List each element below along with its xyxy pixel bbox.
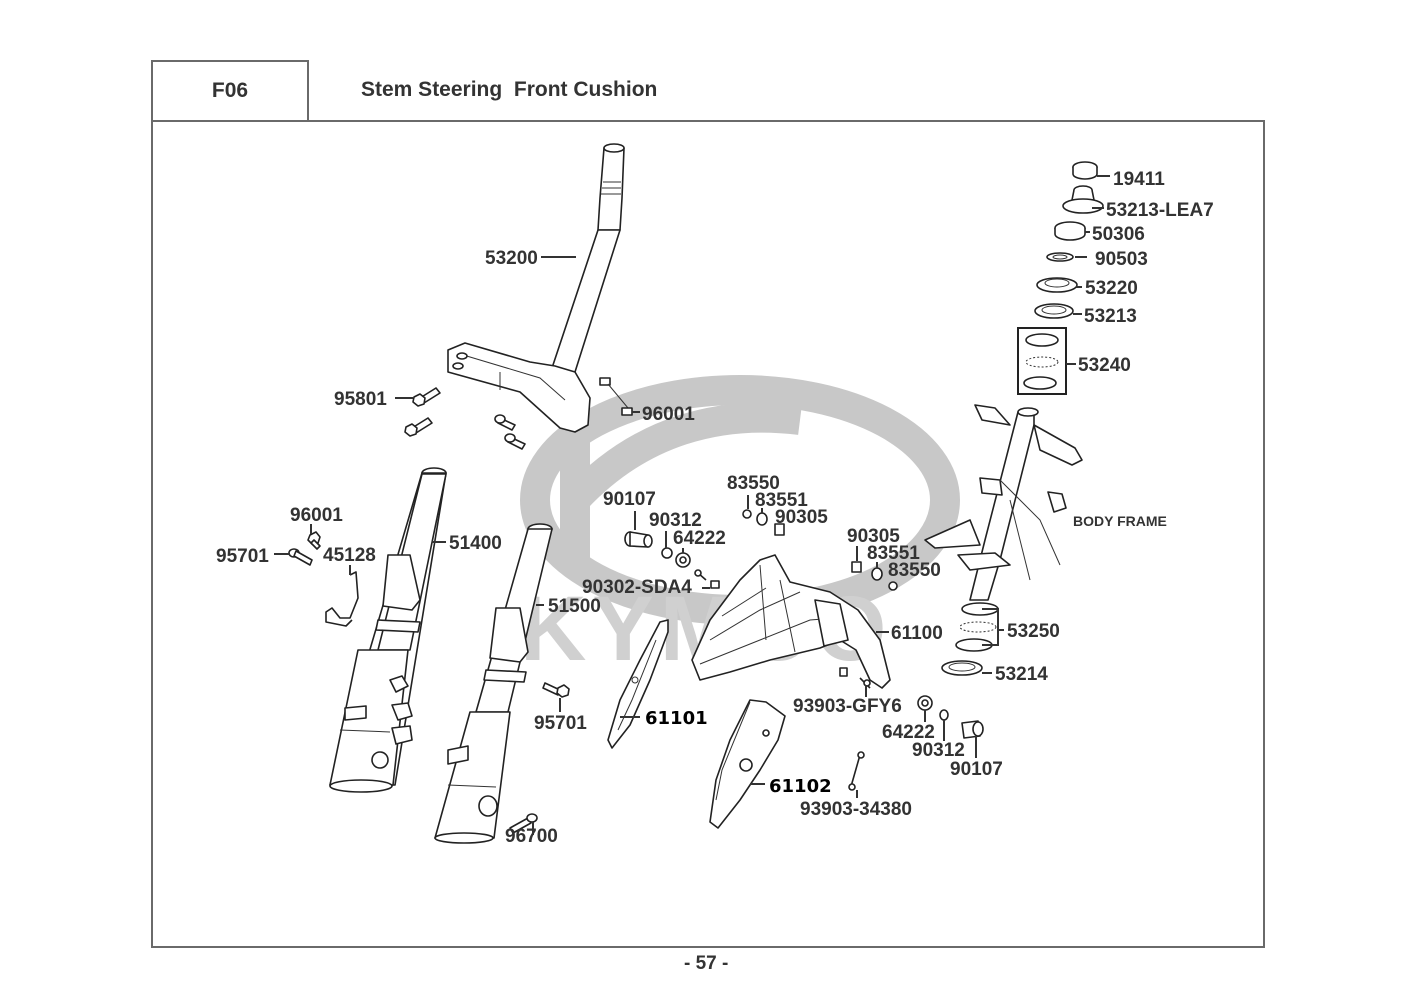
body-frame (924, 404, 1083, 601)
collar-90312-right[interactable] (939, 709, 949, 721)
pin-96001-top[interactable] (599, 377, 633, 416)
callout-61102[interactable]: 61102 (769, 776, 832, 797)
callout-90107-right[interactable]: 90107 (950, 759, 1003, 780)
screw-90302-SDA4[interactable] (694, 569, 720, 589)
callout-53213[interactable]: 53213 (1084, 306, 1137, 327)
collar-90312-left[interactable] (661, 547, 673, 559)
nut-83551-right[interactable] (871, 567, 883, 581)
race-53214[interactable] (941, 660, 983, 676)
callout-93903-34380[interactable]: 93903-34380 (800, 799, 912, 820)
callout-95701-left[interactable]: 95701 (216, 546, 269, 567)
bolt-96001-left[interactable] (307, 531, 321, 550)
callout-53220[interactable]: 53220 (1085, 278, 1138, 299)
callout-83550-top[interactable]: 83550 (727, 473, 780, 494)
clip-90305-right[interactable] (851, 561, 862, 573)
bush-64222-right[interactable] (917, 695, 933, 711)
bearing-set-53240[interactable] (1017, 327, 1067, 395)
callout-64222-right[interactable]: 64222 (882, 722, 935, 743)
race-53220[interactable] (1036, 277, 1078, 293)
callout-90107-left[interactable]: 90107 (603, 489, 656, 510)
callout-labels: 19411 53213-LEA7 50306 90503 53220 53213… (216, 169, 1214, 847)
lock-nut-53213-LEA7[interactable] (1062, 185, 1104, 214)
callout-53213-LEA7[interactable]: 53213-LEA7 (1106, 200, 1214, 221)
nut-83551-top[interactable] (756, 512, 768, 526)
bolt-95701-left[interactable] (288, 548, 313, 566)
callout-53240[interactable]: 53240 (1078, 355, 1131, 376)
callout-90312-left[interactable]: 90312 (649, 510, 702, 531)
callout-61101[interactable]: 61101 (645, 708, 708, 729)
callout-53214[interactable]: 53214 (995, 664, 1048, 685)
fork-leg-51500[interactable] (434, 523, 553, 844)
callout-95701-right[interactable]: 95701 (534, 713, 587, 734)
clip-90305-top[interactable] (774, 523, 785, 536)
callout-61100[interactable]: 61100 (891, 623, 943, 644)
bolt-95801[interactable] (404, 387, 526, 450)
front-fender-61100[interactable] (691, 554, 891, 689)
callout-90302-SDA4[interactable]: 90302-SDA4 (582, 577, 692, 598)
collar-90107-right[interactable] (961, 720, 984, 739)
callout-95801[interactable]: 95801 (334, 389, 387, 410)
section-code-box: F06 (151, 60, 309, 120)
callout-96700[interactable]: 96700 (505, 826, 558, 847)
screw-93903-34380[interactable] (848, 751, 865, 791)
callout-50306[interactable]: 50306 (1092, 224, 1145, 245)
nut-83550-top[interactable] (742, 509, 752, 519)
bearing-set-53250[interactable] (955, 602, 999, 652)
bracket-45128[interactable] (325, 571, 359, 627)
callout-93903-GFY6[interactable]: 93903-GFY6 (793, 696, 902, 717)
section-code: F06 (211, 79, 249, 102)
callout-64222-left[interactable]: 64222 (673, 528, 726, 549)
diagram-frame (151, 120, 1265, 948)
watermark-logo-k (560, 402, 802, 560)
washer-90503[interactable] (1046, 252, 1074, 262)
collar-90107-left[interactable] (624, 531, 653, 548)
callout-45128[interactable]: 45128 (323, 545, 376, 566)
steering-stem-53200[interactable] (447, 143, 625, 433)
fender-cover-61102[interactable] (709, 699, 786, 829)
callout-90305-top[interactable]: 90305 (775, 507, 828, 528)
callout-83551-top[interactable]: 83551 (755, 490, 808, 511)
callout-51500[interactable]: 51500 (548, 596, 601, 617)
nut-83550-right[interactable] (888, 581, 898, 591)
callout-83551-right[interactable]: 83551 (867, 543, 920, 564)
nut-50306[interactable] (1054, 221, 1086, 241)
page-number: - 57 - (684, 953, 729, 974)
page-title: Stem Steering Front Cushion (361, 78, 658, 101)
callout-53200[interactable]: 53200 (485, 248, 538, 269)
leader-lines (274, 175, 1110, 835)
callout-96001-left[interactable]: 96001 (290, 505, 343, 526)
callout-83550-right[interactable]: 83550 (888, 560, 941, 581)
callout-19411[interactable]: 19411 (1113, 169, 1165, 190)
callout-90503[interactable]: 90503 (1095, 249, 1148, 270)
callout-96001-top[interactable]: 96001 (642, 404, 695, 425)
bolt-96700[interactable] (509, 813, 538, 834)
callout-51400[interactable]: 51400 (449, 533, 502, 554)
callout-90305-right[interactable]: 90305 (847, 526, 900, 547)
bolt-95701-right[interactable] (542, 682, 570, 698)
cap-19411[interactable] (1072, 161, 1098, 180)
callout-90312-right[interactable]: 90312 (912, 740, 965, 761)
callout-53250[interactable]: 53250 (1007, 621, 1060, 642)
fork-leg-51400[interactable] (329, 467, 447, 793)
bush-64222-left[interactable] (675, 552, 691, 568)
race-53213[interactable] (1034, 303, 1074, 319)
body-frame-label: BODY FRAME (1073, 513, 1167, 529)
